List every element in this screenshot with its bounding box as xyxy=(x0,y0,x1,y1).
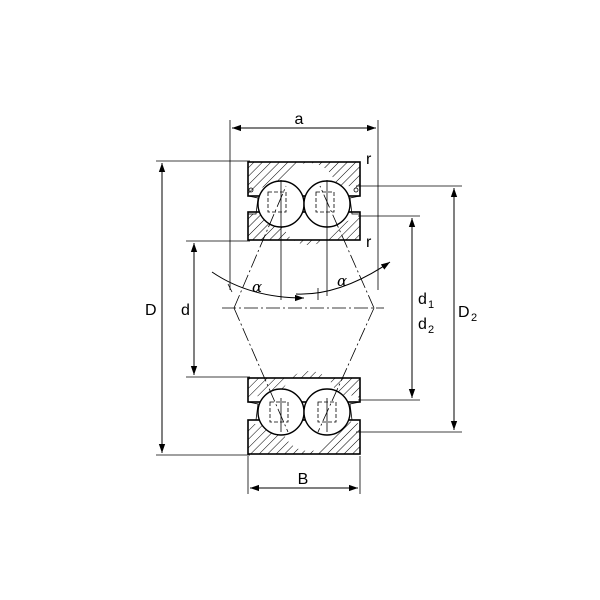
svg-text:1: 1 xyxy=(428,299,434,311)
label-B: B xyxy=(298,471,309,488)
label-D: D xyxy=(145,302,157,319)
label-d1: d 1 xyxy=(418,291,434,311)
label-d: d xyxy=(181,302,190,319)
seals-top xyxy=(247,187,361,215)
svg-text:2: 2 xyxy=(428,324,434,336)
svg-text:d: d xyxy=(418,291,427,308)
label-alpha-right: α xyxy=(337,272,347,290)
label-a: a xyxy=(295,111,304,128)
contact-angle-arcs xyxy=(211,261,391,302)
svg-text:D: D xyxy=(458,304,470,321)
extension-lines xyxy=(156,120,462,494)
svg-text:2: 2 xyxy=(471,312,477,324)
seals-bottom xyxy=(247,401,361,421)
label-alpha-left: α xyxy=(252,278,262,296)
label-d2: d 2 xyxy=(418,316,434,336)
label-r-top: r xyxy=(366,151,372,168)
label-D2: D 2 xyxy=(458,304,477,324)
svg-text:d: d xyxy=(418,316,427,333)
label-r-mid: r xyxy=(366,234,372,251)
balls-bottom xyxy=(257,388,351,436)
